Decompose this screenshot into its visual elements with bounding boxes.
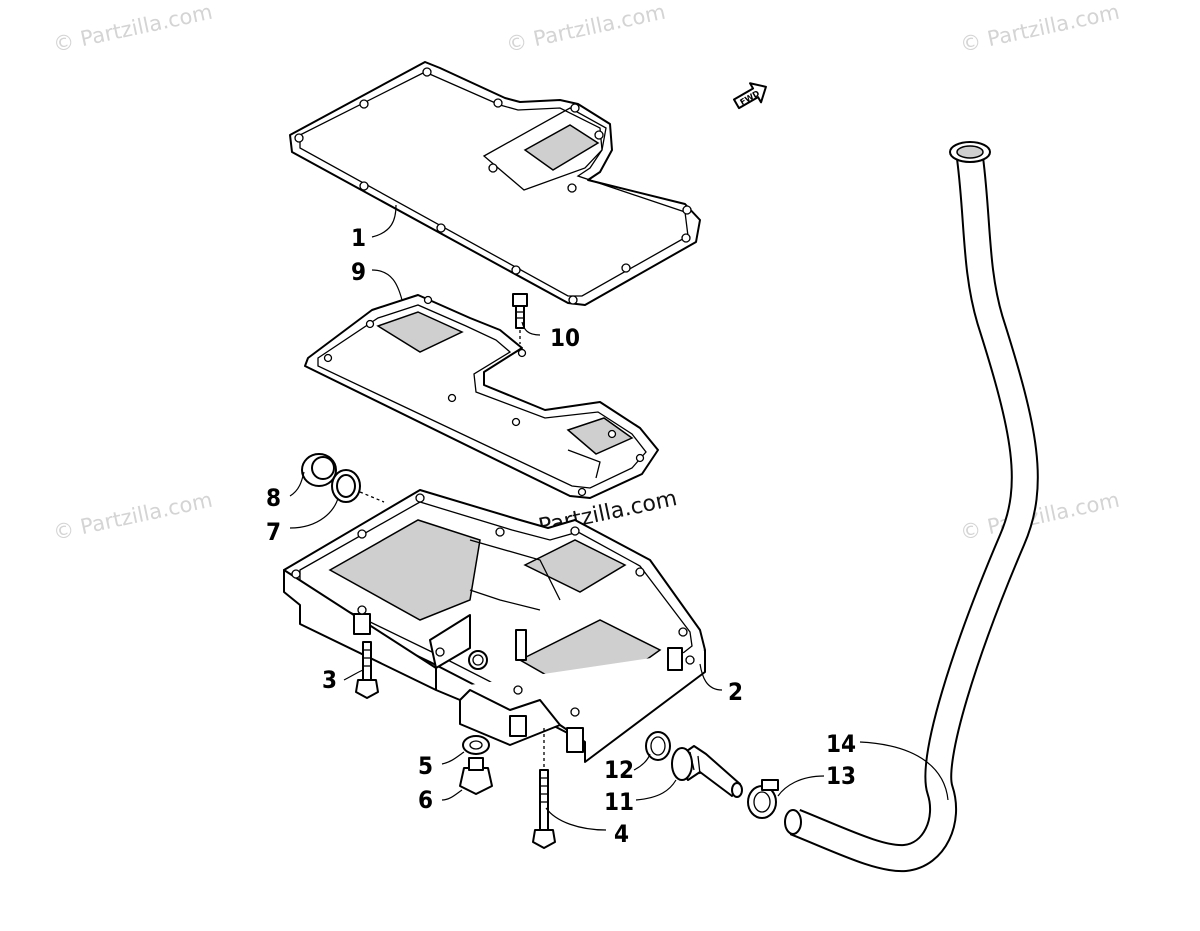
part-9-baffle-plate bbox=[304, 294, 659, 499]
callout-8: 8 bbox=[266, 484, 281, 512]
callout-10: 10 bbox=[550, 324, 580, 352]
watermark-top-right: © Partzilla.com bbox=[958, 0, 1122, 57]
callout-9: 9 bbox=[351, 258, 366, 286]
part-8-plug bbox=[301, 453, 337, 487]
part-2-oil-pan bbox=[283, 489, 706, 763]
part-4-long-bolt bbox=[532, 728, 556, 849]
callout-14: 14 bbox=[826, 730, 856, 758]
part-10-bolt bbox=[512, 293, 528, 344]
part-5-washer bbox=[462, 735, 490, 755]
part-12-o-ring bbox=[645, 731, 671, 761]
part-6-drain-plug bbox=[459, 757, 493, 795]
watermark-mid-left: © Partzilla.com bbox=[51, 488, 215, 545]
part-7-o-ring bbox=[331, 469, 385, 503]
forward-arrow-icon: FWD bbox=[733, 82, 767, 110]
watermark-top-left: © Partzilla.com bbox=[51, 0, 215, 57]
callout-12: 12 bbox=[604, 756, 634, 784]
callout-7: 7 bbox=[266, 518, 281, 546]
callout-1: 1 bbox=[351, 224, 366, 252]
part-1-cover-gasket bbox=[289, 61, 701, 306]
part-14-hose bbox=[784, 141, 1039, 873]
callout-4: 4 bbox=[614, 820, 629, 848]
callout-11: 11 bbox=[604, 788, 634, 816]
leader-lines bbox=[289, 204, 949, 831]
callout-5: 5 bbox=[418, 752, 433, 780]
callout-2: 2 bbox=[728, 678, 743, 706]
callout-3: 3 bbox=[322, 666, 337, 694]
watermark-top-center: © Partzilla.com bbox=[504, 0, 668, 57]
callout-6: 6 bbox=[418, 786, 433, 814]
callout-13: 13 bbox=[826, 762, 856, 790]
watermark-mid-right: © Partzilla.com bbox=[958, 488, 1122, 545]
part-13-clamp bbox=[747, 779, 779, 819]
part-3-bolt bbox=[355, 641, 379, 699]
callout-labels: 1 2 3 4 5 6 7 8 9 10 11 12 13 14 bbox=[266, 224, 856, 848]
part-11-fitting bbox=[671, 745, 743, 798]
